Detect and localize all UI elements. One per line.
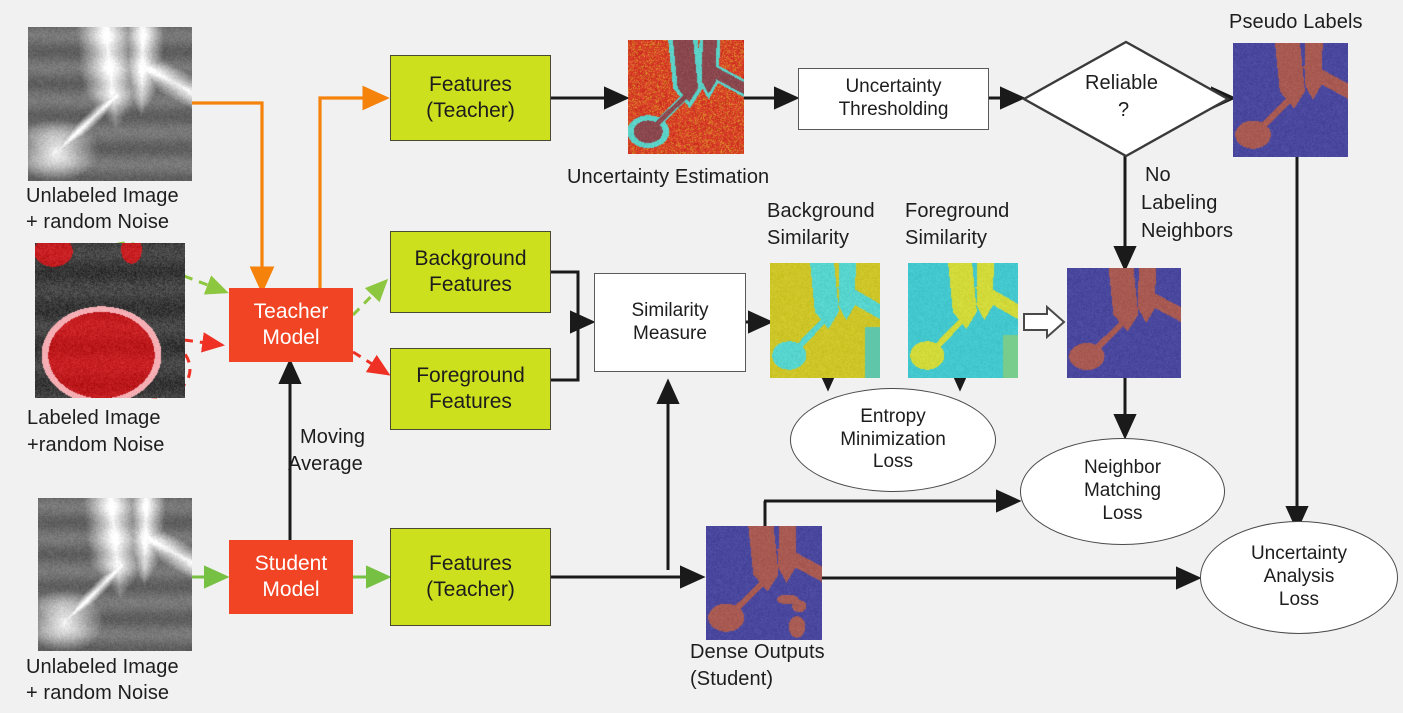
unlabeled-image-bottom-caption-line1: Unlabeled Image	[26, 656, 179, 678]
dense-outputs-map	[706, 526, 822, 640]
moving-average-label-line1: Moving	[300, 426, 366, 448]
background-features-line1: Background	[414, 247, 527, 271]
background-similarity-caption-line1: Background	[767, 200, 875, 222]
background-similarity-map	[770, 263, 880, 378]
entropy-minimization-loss[interactable]: Entropy Minimization Loss	[790, 388, 996, 492]
student-model-label-line2: Model	[262, 578, 320, 601]
uncertainty-thresholding-box[interactable]: Uncertainty Thresholding	[798, 68, 989, 130]
pseudo-labels-map	[1233, 43, 1348, 157]
uncertainty-estimation-caption: Uncertainty Estimation	[567, 166, 770, 188]
teacher-model-box[interactable]: Teacher Model	[229, 288, 353, 362]
similarity-measure-box[interactable]: Similarity Measure	[594, 273, 746, 372]
foreground-similarity-caption-line1: Foreground	[905, 200, 1010, 222]
uncertainty-loss-line3: Loss	[1278, 588, 1320, 610]
unlabeled-image-bottom-caption-line2: + random Noise	[26, 682, 170, 704]
features-teacher-top-line2: (Teacher)	[426, 99, 515, 122]
dense-outputs-caption-line1: Dense Outputs	[690, 641, 825, 663]
uncertainty-loss-line2: Analysis	[1263, 566, 1335, 588]
unlabeled-image-top	[28, 27, 192, 181]
foreground-similarity-map	[908, 263, 1018, 378]
student-model-box[interactable]: Student Model	[229, 540, 353, 614]
moving-average-label-line2: Average	[288, 453, 363, 475]
neighbor-matching-loss[interactable]: Neighbor Matching Loss	[1020, 438, 1225, 545]
no-labeling-neighbors-line1: No	[1145, 164, 1171, 186]
neighbor-loss-line1: Neighbor	[1083, 457, 1162, 479]
foreground-features-line1: Foreground	[416, 364, 525, 388]
dense-outputs-caption-line2: (Student)	[690, 668, 774, 690]
foreground-features-box[interactable]: Foreground Features	[390, 348, 551, 430]
features-teacher-bottom-line2: (Teacher)	[426, 578, 515, 601]
similarity-measure-line2: Measure	[633, 322, 707, 344]
uncertainty-analysis-loss[interactable]: Uncertainty Analysis Loss	[1200, 521, 1398, 634]
labeled-image-caption-line1: Labeled Image	[27, 407, 161, 429]
background-similarity-caption-line2: Similarity	[767, 227, 850, 249]
no-labeling-neighbors-line2: Labeling	[1141, 192, 1218, 214]
uncertainty-thresholding-line1: Uncertainty	[845, 76, 942, 98]
unlabeled-image-bottom	[38, 498, 192, 651]
teacher-model-label-line1: Teacher	[253, 300, 329, 324]
features-teacher-bottom-line1: Features	[429, 552, 512, 576]
neighbor-loss-line2: Matching	[1083, 480, 1162, 502]
labeled-image-caption-line2: +random Noise	[27, 434, 165, 456]
labeled-image	[35, 243, 185, 398]
entropy-loss-line3: Loss	[872, 451, 914, 473]
unlabeled-image-top-caption-line1: Unlabeled Image	[26, 185, 179, 207]
neighbor-pseudo-map	[1067, 268, 1181, 378]
foreground-features-line2: Features	[429, 390, 512, 413]
teacher-model-label-line2: Model	[262, 326, 320, 349]
entropy-loss-line1: Entropy	[860, 405, 926, 427]
pseudo-labels-caption: Pseudo Labels	[1229, 11, 1363, 33]
foreground-similarity-caption-line2: Similarity	[905, 227, 988, 249]
unlabeled-image-top-caption-line2: + random Noise	[26, 211, 170, 233]
student-model-label-line1: Student	[254, 552, 328, 576]
reliable-decision-line2: ?	[1118, 99, 1130, 121]
no-labeling-neighbors-line3: Neighbors	[1141, 220, 1234, 242]
background-features-line2: Features	[429, 273, 512, 296]
features-teacher-top-line1: Features	[429, 73, 512, 97]
uncertainty-loss-line1: Uncertainty	[1250, 543, 1348, 565]
features-teacher-bottom-box[interactable]: Features (Teacher)	[390, 528, 551, 626]
uncertainty-thresholding-line2: Thresholding	[838, 99, 949, 120]
entropy-loss-line2: Minimization	[840, 428, 946, 450]
reliable-decision-line1: Reliable	[1085, 72, 1159, 94]
similarity-measure-line1: Similarity	[631, 299, 709, 321]
background-features-box[interactable]: Background Features	[390, 231, 551, 313]
reliable-decision-diamond[interactable]	[1022, 40, 1230, 158]
uncertainty-estimation-map	[628, 40, 744, 154]
neighbor-loss-line3: Loss	[1102, 502, 1143, 524]
features-teacher-top-box[interactable]: Features (Teacher)	[390, 55, 551, 141]
